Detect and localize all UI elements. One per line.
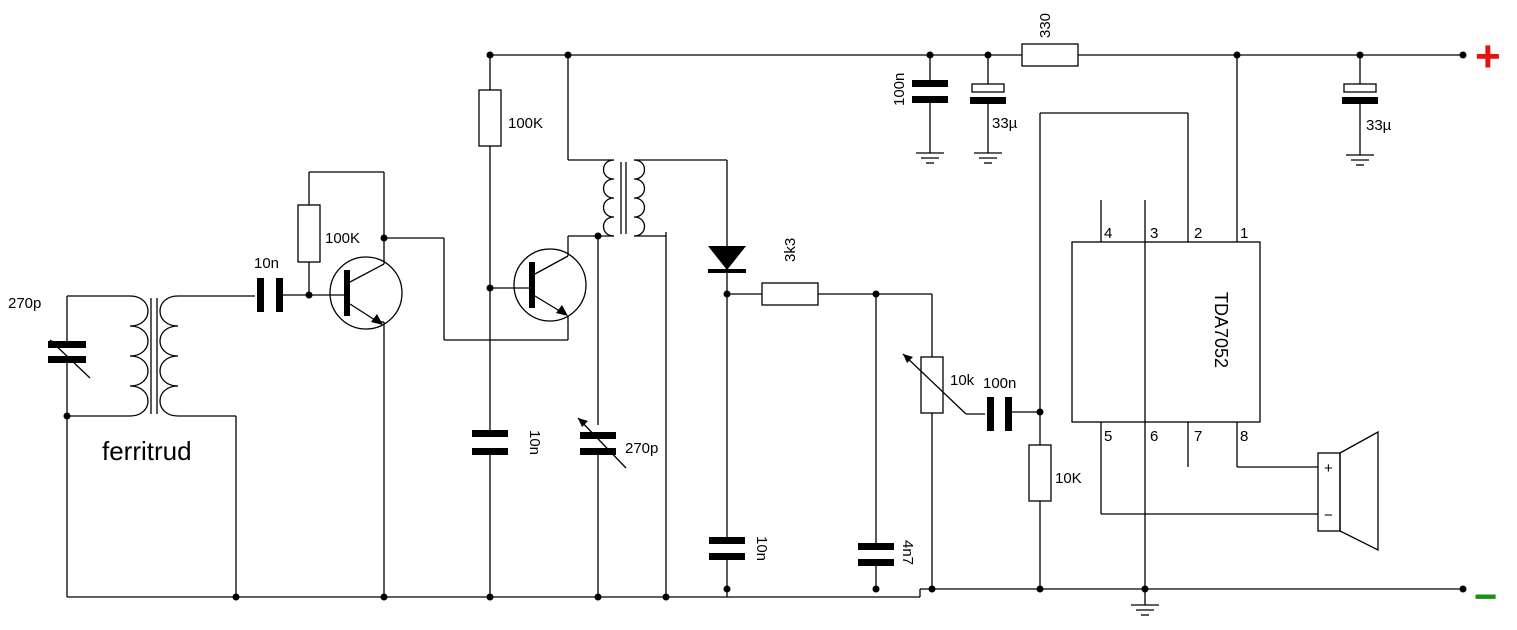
- detector-resistor: [761, 282, 932, 306]
- supply-rails: [67, 54, 1463, 598]
- negative-terminal: −: [1474, 575, 1497, 619]
- label-r-detector: 3k3: [782, 238, 799, 262]
- ic-pin-8: 8: [1240, 428, 1248, 445]
- label-c-filter: 4n7: [899, 540, 916, 565]
- ic-pin-2: 2: [1194, 225, 1202, 242]
- supply-filter: [912, 43, 1378, 166]
- junction-dots: [63, 51, 1467, 601]
- transistor-1: [329, 238, 403, 597]
- label-c-tune-left: 270p: [8, 295, 41, 312]
- ic-pin-6: 6: [1150, 428, 1158, 445]
- label-r-bias: 100K: [508, 115, 543, 132]
- loudspeaker-icon: [1317, 430, 1379, 552]
- ic-pin-4: 4: [1104, 225, 1112, 242]
- tuning-capacitor-right: [577, 417, 627, 469]
- label-c-bypass: 10n: [526, 430, 543, 455]
- filter-capacitor: [858, 294, 894, 590]
- label-c-detector: 10n: [753, 536, 770, 561]
- label-c-supply-100n: 100n: [891, 73, 908, 106]
- ic-pin-3: 3: [1150, 225, 1158, 242]
- detector-diode: [708, 160, 762, 597]
- detector-capacitor: [709, 537, 745, 560]
- label-pot: 10k: [950, 372, 975, 389]
- volume-potentiometer: [902, 294, 985, 589]
- label-r-feedback: 100K: [325, 230, 360, 247]
- label-c-supply-33u-b: 33µ: [1366, 117, 1392, 134]
- bias-resistor: [478, 55, 530, 597]
- ic-tda7052: [1071, 55, 1318, 616]
- feedback-resistor: [297, 171, 385, 295]
- label-c-tune-right: 270p: [625, 440, 658, 457]
- label-c-audio: 100n: [983, 375, 1016, 392]
- label-c-supply-33u-a: 33µ: [992, 115, 1018, 132]
- t1-collector-wire: [384, 237, 569, 341]
- ic-pin-7: 7: [1194, 428, 1202, 445]
- t2-collector-wire: [568, 235, 614, 597]
- audio-capacitor: [987, 397, 1040, 431]
- transistor-2: [513, 236, 587, 322]
- ic-pin-1: 1: [1240, 225, 1248, 242]
- label-r-supply: 330: [1037, 13, 1054, 38]
- tuning-capacitor-left: [48, 296, 91, 597]
- coupling-capacitor: [257, 278, 345, 312]
- label-c-coupling: 10n: [254, 255, 279, 272]
- speaker-minus: −: [1324, 507, 1333, 524]
- speaker-plus: +: [1324, 460, 1333, 477]
- ferrite-transformer: [67, 295, 255, 597]
- rf-transformer: [567, 55, 727, 597]
- positive-terminal: +: [1475, 32, 1501, 81]
- ic-pin-5: 5: [1104, 428, 1112, 445]
- label-ferrite: ferritrud: [102, 436, 192, 466]
- label-r-load: 10K: [1055, 470, 1082, 487]
- bypass-capacitor: [472, 430, 508, 455]
- ic-label: TDA7052: [1211, 292, 1231, 368]
- load-resistor: [1028, 112, 1189, 589]
